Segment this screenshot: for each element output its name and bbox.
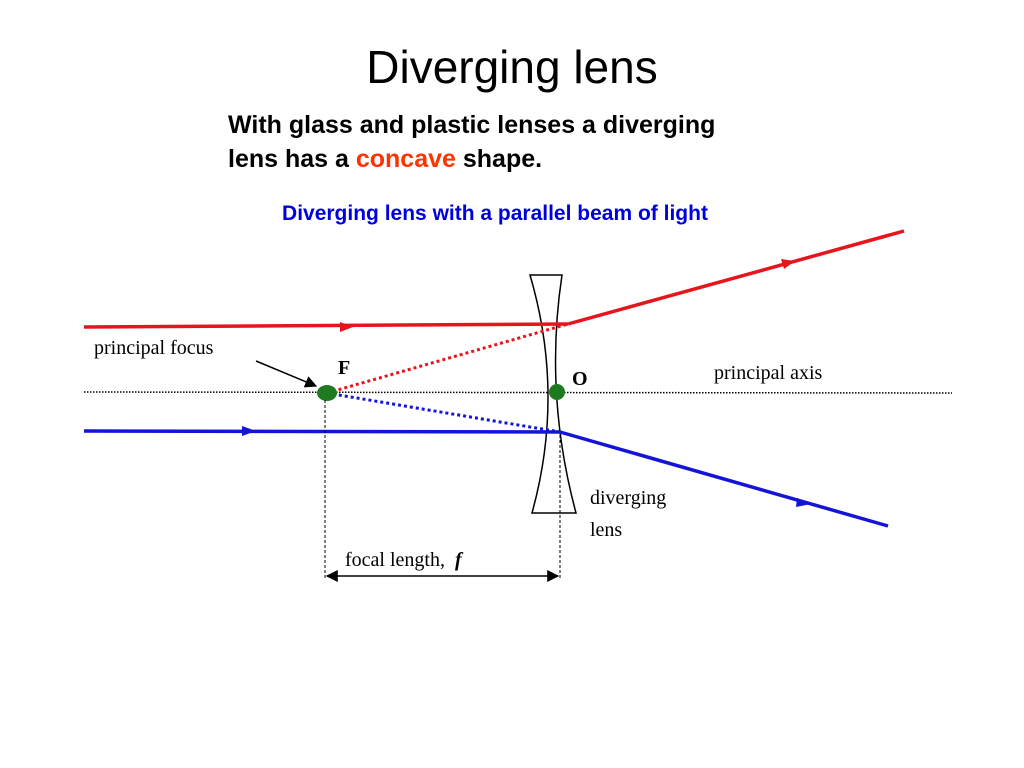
- intro-line-2-start: lens has a: [228, 145, 349, 173]
- intro-text: With glass and plastic lenses a divergin…: [228, 108, 828, 176]
- focal-length-label: focal length, f: [345, 549, 464, 571]
- concave-lens: [528, 274, 577, 514]
- principal-axis-line: [83, 391, 953, 394]
- focal-length-symbol: f: [455, 549, 464, 571]
- lens-label-line-1: diverging: [590, 487, 666, 509]
- lower-virtual-ray: [326, 391, 561, 434]
- principal-focus-pointer: [255, 360, 318, 388]
- diagram-subtitle: Diverging lens with a parallel beam of l…: [282, 202, 708, 225]
- upper-incident-ray: [83, 322, 569, 329]
- lower-incident-arrow: [242, 426, 256, 436]
- page-title: Diverging lens: [366, 41, 658, 93]
- concave-highlight: concave: [355, 145, 456, 173]
- principal-axis-label: principal axis: [714, 362, 823, 384]
- focal-point-marker: [317, 385, 337, 401]
- focus-letter-label: F: [338, 357, 350, 379]
- lower-refracted-ray: [559, 430, 889, 528]
- lens-label-line-2: lens: [590, 519, 622, 541]
- upper-virtual-ray: [326, 322, 569, 395]
- lower-incident-ray: [83, 429, 561, 434]
- optical-centre-marker: [549, 384, 565, 400]
- optical-centre-label: O: [572, 368, 588, 390]
- upper-refracted-arrow: [781, 259, 795, 269]
- intro-line-2-end: shape.: [462, 145, 543, 173]
- upper-incident-arrow: [340, 322, 353, 332]
- upper-refracted-ray: [567, 229, 905, 326]
- lower-refracted-arrow: [796, 498, 811, 507]
- focal-length-text: focal length,: [345, 549, 445, 571]
- intro-line-2: lens has a concave shape.: [228, 142, 828, 176]
- intro-line-1: With glass and plastic lenses a divergin…: [228, 111, 716, 139]
- principal-focus-label: principal focus: [94, 337, 214, 359]
